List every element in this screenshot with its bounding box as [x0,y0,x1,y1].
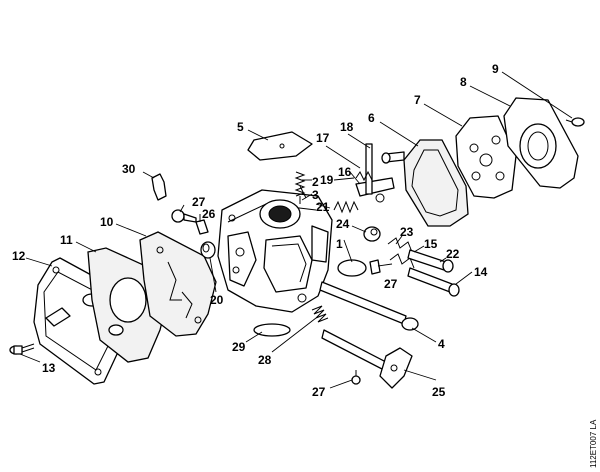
callout-5: 5 [237,120,244,134]
callout-12: 12 [12,249,26,263]
callout-30: 30 [122,162,136,176]
callout-3: 3 [312,188,319,202]
part-14-screw [407,267,460,297]
leader-lines [19,71,573,389]
callout-4: 4 [438,337,445,351]
part-27-lower-screw [351,370,361,385]
callout-1: 1 [336,237,343,251]
part-24-plug [363,226,381,242]
callout-21: 21 [316,200,330,214]
part-28-spring [311,305,329,323]
part-30-nipple [151,173,167,201]
part-9-screw [565,117,585,127]
callout-14: 14 [474,265,488,279]
callout-13: 13 [42,361,56,375]
callout-26: 26 [202,207,216,221]
callout-16: 16 [338,165,352,179]
callout-27-upper: 27 [192,195,206,209]
callout-9: 9 [492,62,499,76]
part-8-cover [503,97,579,189]
carburetor-body [217,185,333,313]
callout-23: 23 [400,225,414,239]
part-20-plug [200,241,216,259]
part-4-shaft [319,281,419,331]
part-18-screw [381,151,405,164]
callout-17: 17 [316,131,330,145]
part-17-pin [365,143,373,195]
callout-10: 10 [100,215,114,229]
part-23-springs [387,237,415,269]
part-29-disc [253,323,291,337]
part-10-diaphragm [139,231,217,337]
callout-7: 7 [414,93,421,107]
part-21-spring [333,200,359,214]
part-19-spring [355,170,373,182]
part-1-disc [337,259,367,277]
reference-code: 112ET007 LA [589,419,598,468]
part-6-gasket [403,139,469,227]
callout-29: 29 [232,340,246,354]
callout-24: 24 [336,217,350,231]
callout-15: 15 [424,237,438,251]
part-22-screw [407,249,454,273]
callout-8: 8 [460,75,467,89]
callout-25: 25 [432,385,446,399]
part-5-disc [247,131,313,161]
callout-19: 19 [320,173,334,187]
callout-22: 22 [446,247,460,261]
callout-2: 2 [312,175,319,189]
part-2-spring [294,171,306,197]
part-7-diaphragm [455,115,517,199]
callout-27-middle: 27 [384,277,398,291]
part-27-middle-pin [369,259,381,275]
callout-20: 20 [210,293,224,307]
callout-18: 18 [340,120,354,134]
part-16-arm [355,177,395,203]
callout-6: 6 [368,111,375,125]
callout-28: 28 [258,353,272,367]
part-25-shaft-lever [321,329,413,389]
part-27-upper-screw [171,209,197,223]
part-26-pin [195,219,209,235]
callout-27-lower: 27 [312,385,326,399]
callout-11: 11 [60,233,73,247]
part-13-screw [9,343,35,355]
